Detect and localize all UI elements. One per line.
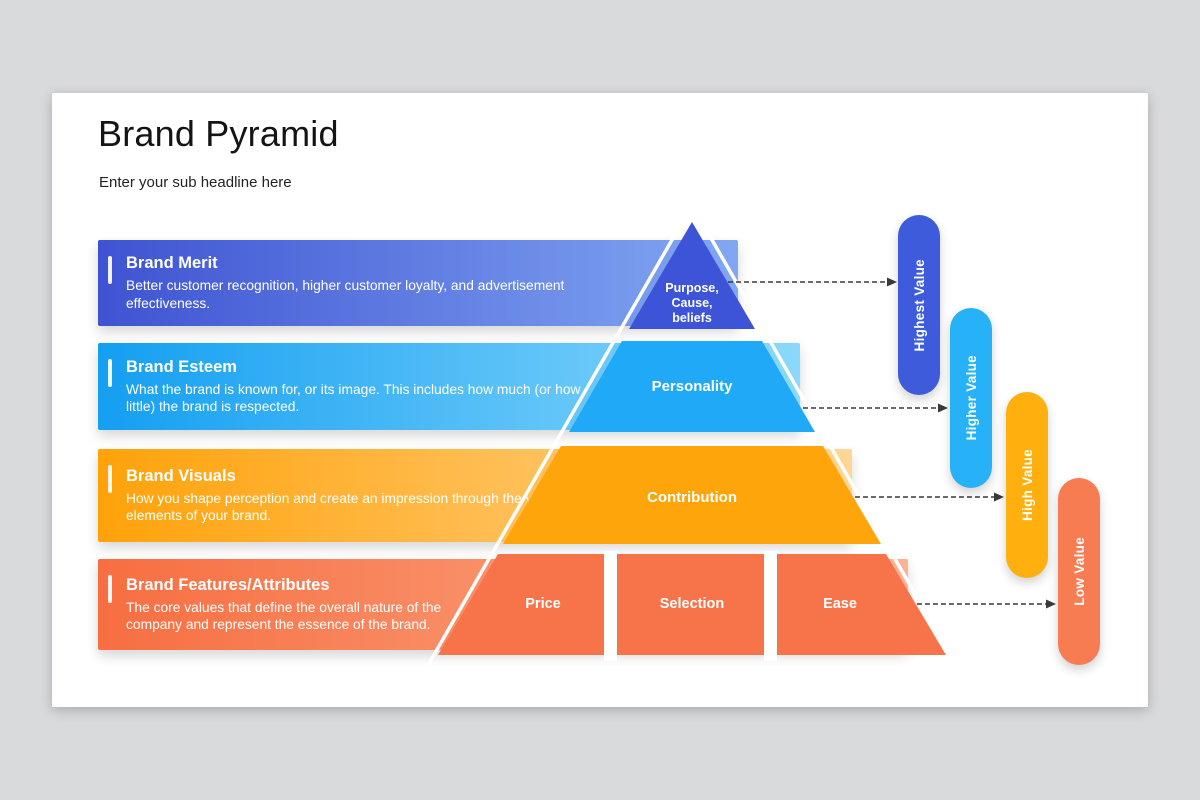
bar-description: How you shape perception and create an i…: [126, 490, 564, 523]
bar-heading: Brand Visuals: [126, 466, 236, 485]
bar-description: Better customer recognition, higher cust…: [126, 278, 565, 311]
value-pill-highest: Highest Value: [898, 215, 940, 395]
value-pill-higher: Higher Value: [950, 308, 992, 488]
pyramid-tier1-shape: [629, 222, 755, 329]
bar-heading: Brand Esteem: [126, 357, 237, 376]
connector-arrows: [728, 281, 1046, 605]
pyramid-tier3-shape: [503, 446, 881, 544]
arrow-heads: [887, 277, 1056, 609]
pyramid-tier2-label: Personality: [651, 378, 733, 395]
pyramid-segment-ease-label: Ease: [823, 596, 857, 612]
pyramid-diagram: [423, 201, 1056, 669]
value-pill-label: Low Value: [1071, 537, 1087, 606]
value-pill-low: Low Value: [1058, 478, 1100, 665]
pyramid-segment-selection-label: Selection: [659, 596, 725, 612]
value-pill-label: Higher Value: [963, 355, 979, 441]
slide-subtitle: Enter your sub headline here: [99, 174, 292, 191]
accent-tick: [108, 359, 112, 387]
bar-heading: Brand Features/Attributes: [126, 575, 330, 594]
value-pill-label: High Value: [1019, 448, 1035, 522]
pyramid-tier2-shape: [569, 341, 815, 432]
pyramid-segment-price-shape: [438, 554, 604, 655]
pyramid-segment-selection-shape: [617, 554, 764, 655]
bar-heading: Brand Merit: [126, 254, 218, 273]
slide-title: Brand Pyramid: [98, 113, 339, 154]
bar-description: What the brand is known for, or its imag…: [126, 381, 581, 414]
accent-tick: [108, 465, 112, 493]
pyramid-tier1-label: Purpose, Cause, beliefs: [665, 281, 719, 325]
brand-merit-bar: Brand Merit Better customer recognition,…: [98, 240, 738, 326]
value-pill-high: High Value: [1006, 392, 1048, 578]
pyramid-tier3-label: Contribution: [647, 489, 737, 506]
segment-gap: [604, 551, 617, 661]
pyramid-outline: [423, 201, 961, 669]
pyramid-segment-ease-shape: [777, 554, 946, 655]
pyramid-segment-price-label: Price: [525, 596, 561, 612]
slide-canvas: Brand Pyramid Enter your sub headline he…: [52, 93, 1148, 707]
value-pill-label: Highest Value: [911, 258, 927, 352]
accent-tick: [108, 575, 112, 603]
segment-gap: [764, 551, 777, 661]
bar-description: The core values that define the overall …: [126, 599, 442, 632]
accent-tick: [108, 256, 112, 284]
